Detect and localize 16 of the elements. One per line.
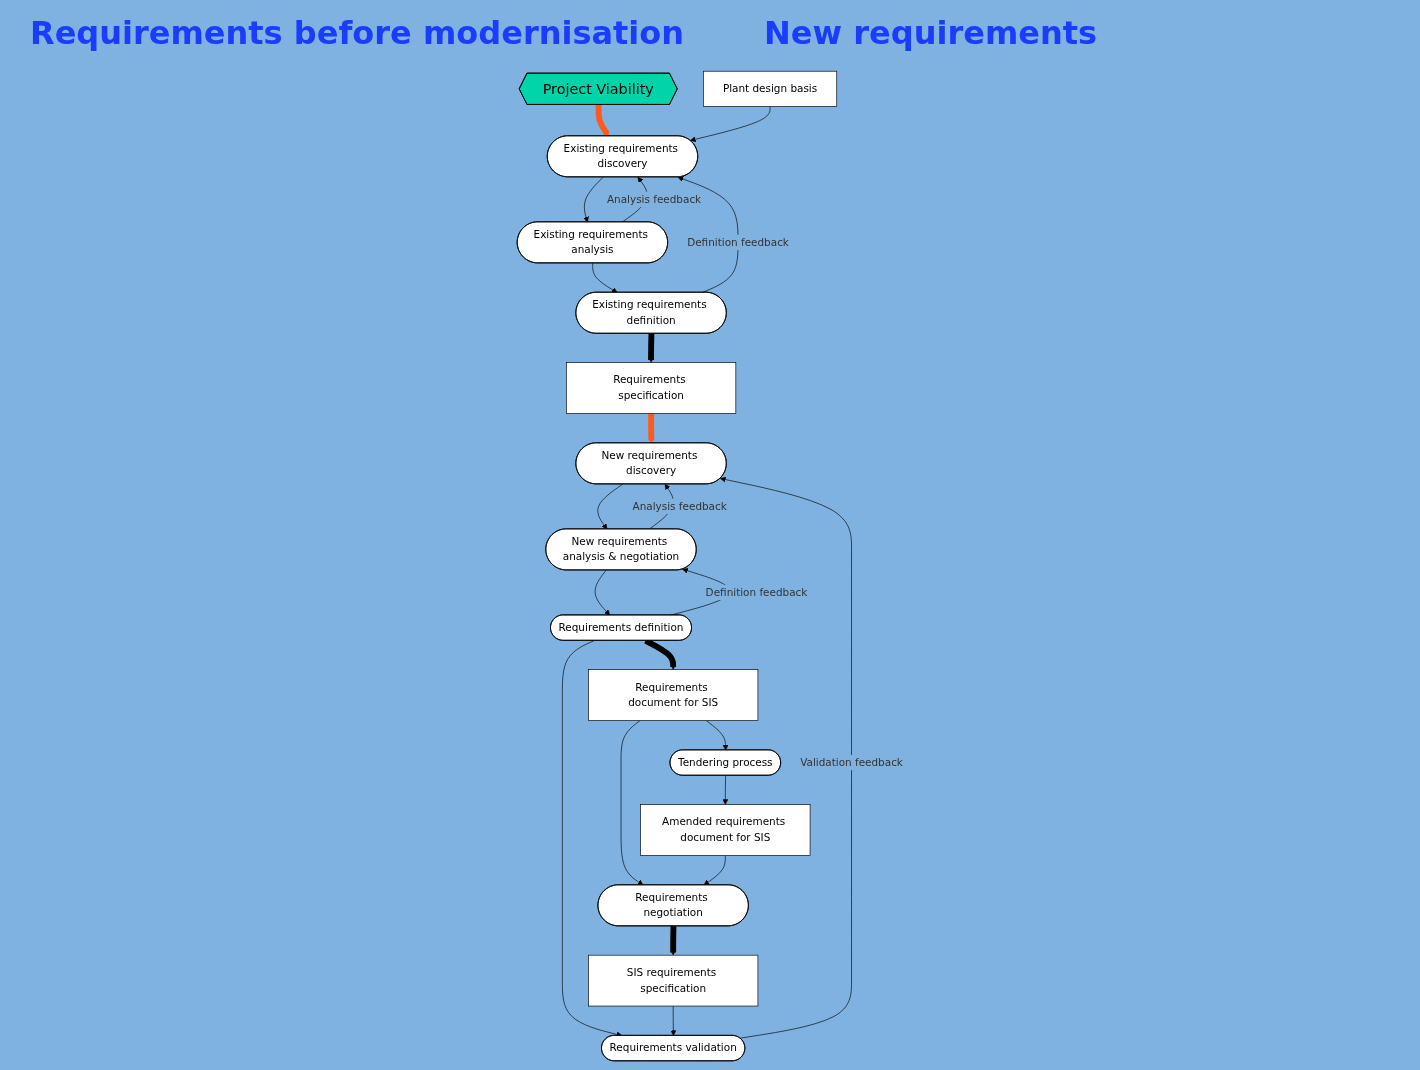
arrow [595, 104, 610, 137]
node-box: Requirements document for SIS [588, 669, 759, 721]
edge-label: Definition feedback [705, 585, 808, 599]
edge-label: Definition feedback [687, 235, 789, 249]
edge-label: Analysis feedback [632, 499, 727, 513]
node-box: SIS requirements specification [588, 954, 759, 1007]
node-box: Amended requirements document for SIS [640, 804, 811, 856]
node-box: Requirements specification [565, 362, 737, 414]
section-heading: Requirements before modernisation [30, 14, 685, 52]
arrow [648, 333, 655, 363]
arrow [648, 412, 655, 444]
section-heading: New requirements [764, 14, 1098, 52]
edge-label: Analysis feedback [606, 192, 702, 206]
edge-label: Validation feedback [800, 756, 903, 769]
arrow [670, 925, 677, 956]
node-box: Plant design basis [702, 70, 837, 107]
